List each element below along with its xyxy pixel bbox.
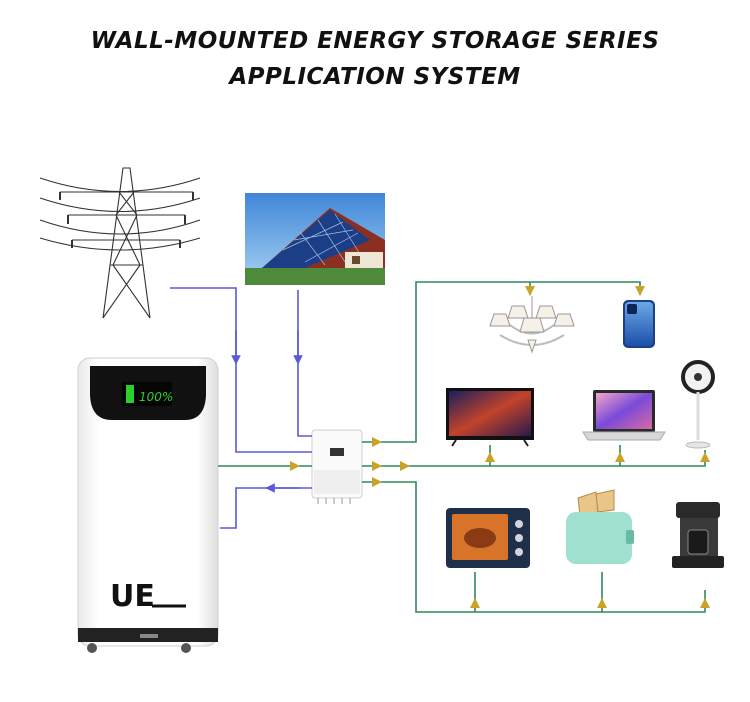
chandelier-icon bbox=[489, 296, 575, 354]
laptop-icon bbox=[582, 390, 666, 441]
battery-cabinet-icon: 100% UE bbox=[77, 357, 219, 653]
toaster-icon bbox=[566, 489, 634, 564]
battery-display bbox=[122, 382, 172, 406]
page-title-line2: APPLICATION SYSTEM bbox=[229, 64, 521, 90]
television-icon bbox=[446, 388, 534, 447]
smartphone-icon bbox=[623, 300, 655, 348]
coffee-maker-icon bbox=[672, 502, 724, 568]
oven-icon bbox=[446, 508, 530, 568]
fan-icon bbox=[681, 360, 715, 449]
wheel-icon bbox=[181, 643, 191, 653]
solar-panel-icon bbox=[245, 193, 385, 285]
flow-arrows bbox=[290, 286, 710, 608]
power-tower-icon bbox=[39, 167, 201, 319]
inverter-icon bbox=[311, 429, 363, 504]
wheel-icon bbox=[87, 643, 97, 653]
battery-level-indicator bbox=[126, 385, 134, 403]
grid-solar-lines bbox=[170, 287, 312, 529]
brand-logo: UE bbox=[110, 579, 155, 614]
page-title-line1: WALL-MOUNTED ENERGY STORAGE SERIES bbox=[90, 28, 660, 54]
battery-level-text: 100% bbox=[139, 390, 173, 404]
